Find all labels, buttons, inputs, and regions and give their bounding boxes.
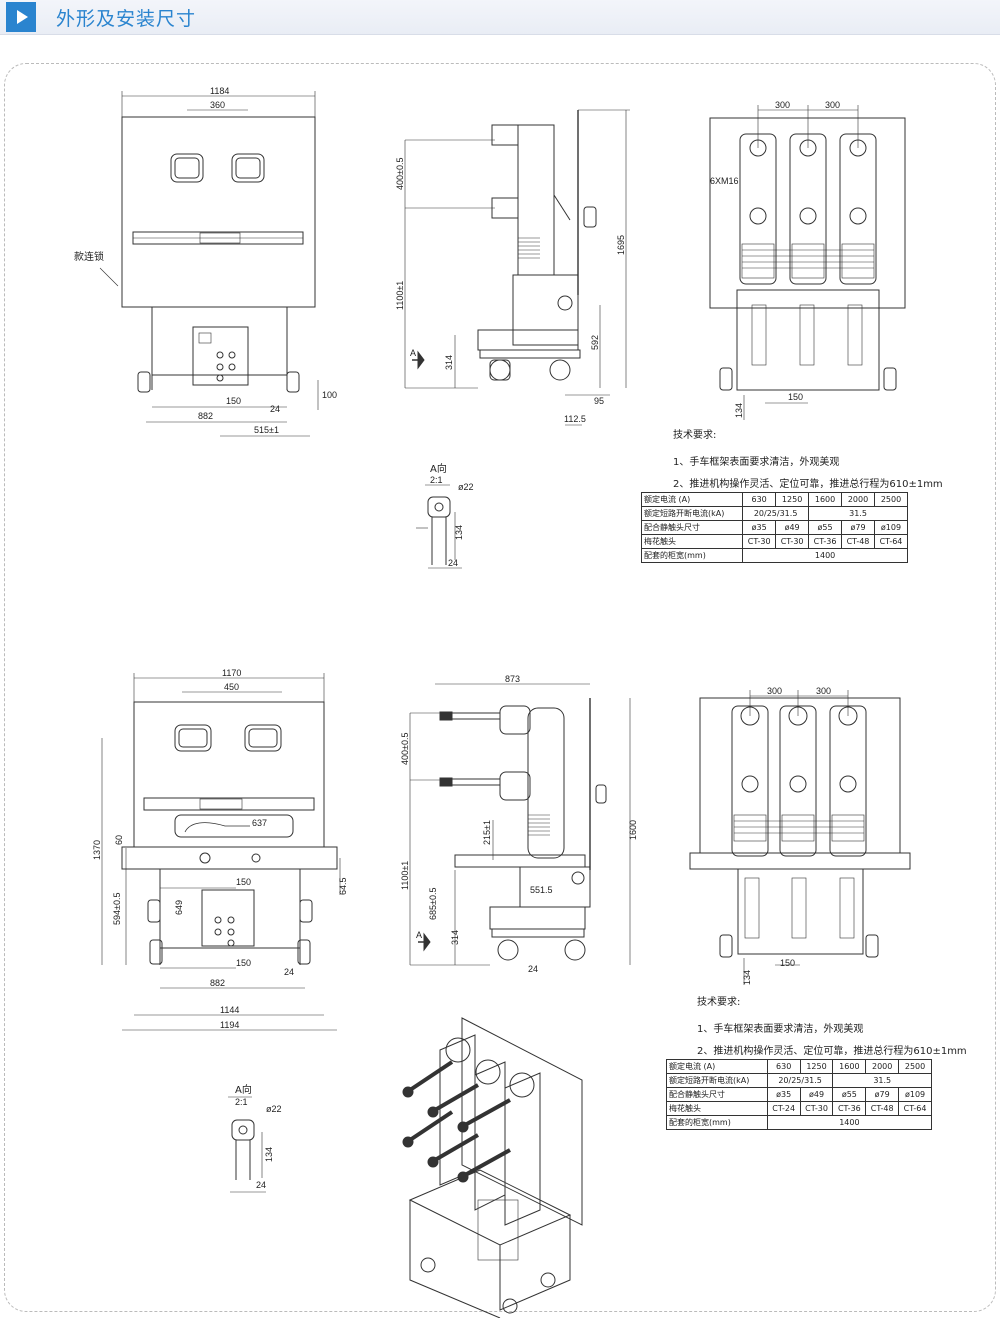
dim-label: 95 bbox=[594, 396, 604, 406]
dim-label: 300 bbox=[825, 100, 840, 110]
dim-label: 1695 bbox=[616, 235, 626, 255]
isometric-view bbox=[402, 1017, 583, 1318]
dim-label: 300 bbox=[767, 686, 782, 696]
dim-label: 1170 bbox=[222, 668, 241, 678]
interlock-label: 款连锁 bbox=[74, 250, 104, 263]
dim-label: 592 bbox=[590, 335, 600, 350]
dim-label: 314 bbox=[444, 355, 454, 370]
dim-label: 1144 bbox=[220, 1005, 239, 1015]
play-arrow-icon bbox=[6, 2, 36, 32]
dim-label: 637 bbox=[252, 818, 267, 828]
dim-label: 400±0.5 bbox=[400, 733, 410, 765]
dim-label: 150 bbox=[226, 396, 241, 406]
detail-scale: 2:1 bbox=[235, 1097, 248, 1107]
dim-label: 882 bbox=[198, 411, 213, 421]
bottom-side-view bbox=[409, 683, 631, 966]
section-title: 外形及安装尺寸 bbox=[56, 8, 197, 30]
detail-scale: 2:1 bbox=[430, 475, 443, 485]
bottom-rear-view bbox=[689, 690, 911, 985]
dim-label: 24 bbox=[284, 967, 294, 977]
dim-label: 551.5 bbox=[530, 885, 553, 895]
dim-label: 134 bbox=[734, 403, 744, 418]
bottom-detail-a bbox=[228, 1096, 266, 1193]
dim-label: 360 bbox=[210, 100, 225, 110]
note-item: 1、手车框架表面要求清洁，外观美观 bbox=[697, 1024, 864, 1035]
top-side-view bbox=[404, 109, 630, 426]
dim-label: 100 bbox=[322, 390, 337, 400]
view-arrow-label: A bbox=[410, 348, 416, 358]
dim-label: 1370 bbox=[92, 840, 102, 860]
view-arrow-label: A bbox=[416, 930, 422, 940]
dim-label: 1100±1 bbox=[400, 861, 410, 890]
dim-label: 64.5 bbox=[338, 877, 348, 895]
dim-label: 215±1 bbox=[482, 820, 492, 845]
dim-label: 400±0.5 bbox=[395, 158, 405, 190]
top-front-view bbox=[99, 91, 319, 437]
dim-label: 134 bbox=[742, 970, 752, 985]
dim-label: 150 bbox=[236, 958, 251, 968]
dim-label: 134 bbox=[264, 1147, 274, 1162]
dim-label: ø22 bbox=[458, 482, 474, 492]
notes-title: 技术要求: bbox=[697, 997, 741, 1008]
dim-label: 1184 bbox=[210, 86, 229, 96]
note-item: 2、推进机构操作灵活、定位可靠，推进总行程为610±1mm bbox=[673, 479, 943, 490]
dim-label: 24 bbox=[528, 964, 538, 974]
dim-label: 450 bbox=[224, 682, 239, 692]
notes-title: 技术要求: bbox=[673, 430, 717, 441]
dim-label: 24 bbox=[448, 558, 458, 568]
note-item: 2、推进机构操作灵活、定位可靠，推进总行程为610±1mm bbox=[697, 1046, 967, 1057]
drawing-frame bbox=[4, 63, 996, 1312]
dim-label: 515±1 bbox=[254, 425, 279, 435]
dim-label: 1600 bbox=[628, 820, 638, 840]
dim-label: 60 bbox=[114, 835, 124, 845]
dim-label: 134 bbox=[454, 525, 464, 540]
table-row: 配套的柜宽(mm)1400 bbox=[666, 1115, 933, 1130]
dim-label: 882 bbox=[210, 978, 225, 988]
dim-label: 24 bbox=[256, 1180, 266, 1190]
dim-label: 112.5 bbox=[564, 414, 586, 424]
top-rear-view bbox=[709, 105, 906, 420]
dim-label: 685±0.5 bbox=[428, 888, 438, 920]
table-row: 配套的柜宽(mm)1400 bbox=[640, 548, 908, 563]
dim-label: 594±0.5 bbox=[112, 893, 122, 925]
section-header: 外形及安装尺寸 bbox=[0, 0, 1000, 35]
note-item: 1、手车框架表面要求清洁，外观美观 bbox=[673, 457, 840, 468]
detail-title: A向 bbox=[235, 1083, 252, 1096]
top-detail-a bbox=[416, 484, 462, 569]
dim-label: 1194 bbox=[220, 1020, 239, 1030]
dim-label: 6XM16 bbox=[710, 176, 739, 186]
dim-label: 314 bbox=[450, 930, 460, 945]
dim-label: 150 bbox=[236, 877, 251, 887]
dim-label: 150 bbox=[780, 958, 795, 968]
dim-label: 649 bbox=[174, 900, 184, 915]
dim-label: 873 bbox=[505, 674, 520, 684]
bottom-front-view bbox=[101, 673, 341, 1031]
dim-label: ø22 bbox=[266, 1104, 282, 1114]
dim-label: 1100±1 bbox=[395, 281, 405, 310]
dim-label: 300 bbox=[775, 100, 790, 110]
dim-label: 24 bbox=[270, 404, 280, 414]
dim-label: 150 bbox=[788, 392, 803, 402]
detail-title: A向 bbox=[430, 462, 447, 475]
dim-label: 300 bbox=[816, 686, 831, 696]
